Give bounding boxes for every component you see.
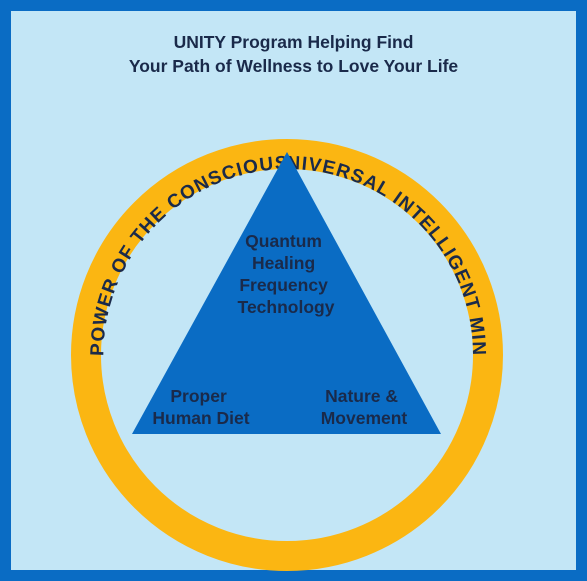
apex-label-line-1: Quantum [245,231,322,251]
title-line-2: Your Path of Wellness to Love Your Life [128,56,459,76]
left-corner-line-2: Human Diet [152,408,249,428]
apex-label: Quantum Healing Frequency Technology [238,231,335,317]
apex-label-line-3: Frequency [239,275,328,295]
right-corner-line-2: Movement [321,408,408,428]
left-corner-line-1: Proper [170,386,227,406]
wellness-triangle [132,152,441,434]
right-corner-label: Nature & Movement [321,386,408,428]
right-corner-line-1: Nature & [325,386,398,406]
left-corner-label: Proper Human Diet [152,386,249,428]
apex-label-line-2: Healing [252,253,315,273]
apex-label-line-4: Technology [238,297,335,317]
page-title: UNITY Program Helping Find Your Path of … [0,30,587,78]
title-line-1: UNITY Program Helping Find [173,32,414,52]
